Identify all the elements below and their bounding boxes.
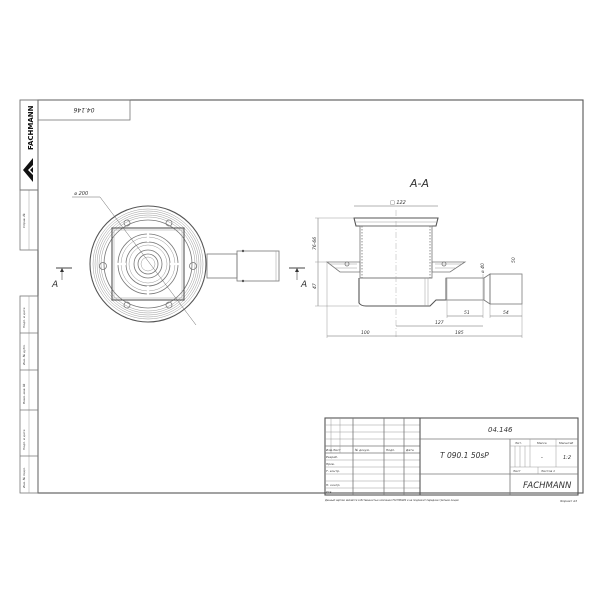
role-developer: Разраб. [326, 455, 338, 459]
brand-corner: FACHMANN 04.146 [19, 99, 131, 191]
svg-text:A: A [300, 280, 307, 290]
drawing-frame [37, 99, 584, 494]
sheet-label: Лист [512, 469, 521, 473]
role-checker: Пров. [326, 462, 335, 466]
role-tech-control: Т. контр. [326, 469, 340, 473]
company-name: FACHMANN [523, 481, 572, 491]
sheets-label: Листов 1 [540, 469, 555, 473]
dim-len-127: 127 [435, 320, 444, 326]
footer-note: Данный чертеж является собственностью ко… [324, 499, 459, 502]
strip-cell-sign-2: Подп. и дата [22, 429, 26, 450]
header-doc-no: № докум. [354, 448, 370, 452]
brand-vertical: FACHMANN [27, 105, 35, 150]
dim-len-51: 51 [464, 310, 470, 316]
format-label: Формат А3 [560, 499, 577, 503]
dim-outlet-dia-40: ⌀ 40 [480, 263, 486, 273]
dim-len-185: 185 [455, 330, 464, 336]
title-block: Изм. Лист № докум. Подп. Дата Разраб. Пр… [324, 417, 579, 496]
screw-icons [99, 219, 197, 309]
header-date: Дата [405, 448, 414, 452]
document-number-rotated: 04.146 [73, 106, 94, 113]
dim-top-width: □ 122 [390, 200, 406, 206]
scale-value: 1:2 [563, 455, 571, 461]
product-name: T 090.1 50sP [440, 451, 489, 460]
header-sheet: Лист [332, 448, 341, 452]
svg-text:A: A [51, 280, 58, 290]
header-sign: Подп. [386, 448, 395, 452]
section-marker-left: A [51, 267, 72, 290]
section-marker-right: A [289, 267, 307, 290]
mass-label: Масса [537, 441, 547, 445]
lit-label: Лит. [514, 441, 522, 445]
left-binding-strip: Справ. № Подп. и дата Инв. № дубл. Взам.… [19, 99, 39, 494]
dim-len-100: 100 [361, 330, 370, 336]
strip-cell-replace: Взам. инв. № [22, 384, 26, 404]
dim-len-54: 54 [503, 310, 509, 316]
header-change: Изм. [326, 448, 333, 452]
dim-outlet-dia-50: 50 [511, 257, 517, 263]
scale-label: Масштаб [559, 441, 573, 445]
role-approved: Утв. [326, 490, 332, 494]
section-title: A-A [409, 177, 429, 190]
role-norm-control: Н. контр. [326, 483, 340, 487]
designation: 04.146 [488, 426, 513, 434]
diameter-label: ⌀ 200 [74, 191, 88, 197]
strip-cell-orig: Инв. № подл. [22, 467, 26, 488]
plan-view: ⌀ 200 A A [51, 191, 307, 326]
dim-height-lower: 47 [312, 283, 318, 289]
strip-cell-ref: Справ. № [22, 213, 26, 228]
fachmann-logo-icon [23, 158, 33, 182]
section-view: A-A □ 122 76-66 47 [312, 177, 523, 338]
strip-cell-dup: Инв. № дубл. [22, 344, 26, 365]
dim-height-upper: 76-66 [312, 237, 318, 250]
mass-value: - [541, 455, 543, 461]
strip-cell-sign-1: Подп. и дата [22, 307, 26, 328]
